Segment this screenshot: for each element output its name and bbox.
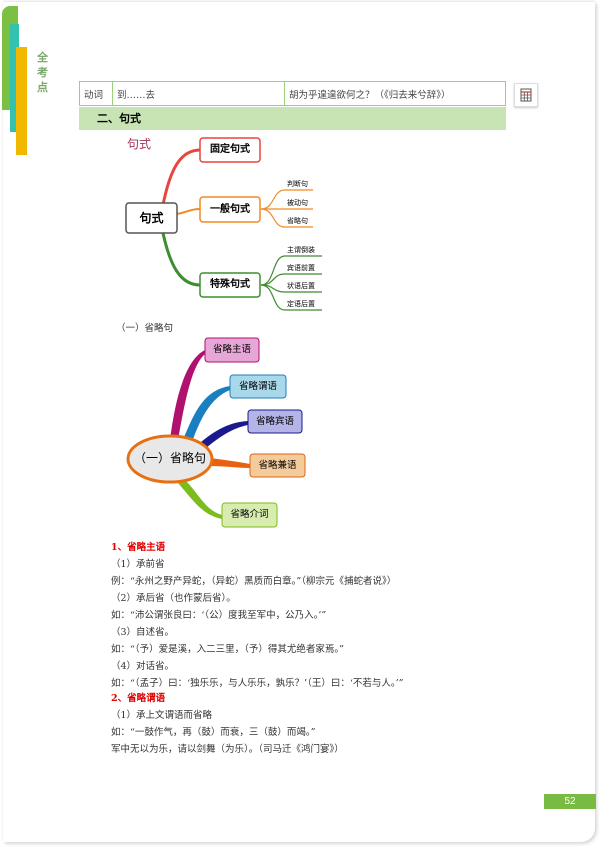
- calculator-icon: [520, 88, 532, 102]
- decor-bar-yellow: [16, 47, 27, 155]
- mindmap1-leaf: 被动句: [287, 199, 308, 207]
- text-line: （1）承上文谓语而省略: [111, 710, 213, 721]
- calculator-button[interactable]: [514, 83, 538, 107]
- mindmap2-center: （一）省略句: [133, 451, 206, 465]
- heading-omit-predicate: 2、省略谓语: [111, 693, 166, 704]
- mindmap1-branch: 特殊句式: [210, 279, 250, 290]
- text-line: 如：“（孟子）曰：‘独乐乐，与人乐乐，孰乐？’（王）曰：‘不若与人。’”: [111, 678, 404, 689]
- text-line: 如：“沛公谓张良曰：‘（公）度我至军中，公乃入。’”: [111, 610, 327, 621]
- mindmap2-branch: 省略宾语: [255, 416, 294, 427]
- text-line: （4）对话省。: [111, 661, 175, 672]
- mindmap1-leaf: 宾语前置: [287, 264, 315, 272]
- section-header: 二、句式: [79, 107, 506, 130]
- mindmap1-leaf: 判断句: [287, 180, 308, 188]
- vocab-table: 动词 到……去 胡为乎遑遑欲何之？（《归去来兮辞》）: [79, 81, 506, 106]
- page-number: 52: [544, 794, 596, 809]
- mindmap1-center: 句式: [139, 211, 164, 225]
- mindmap1-leaf: 省略句: [287, 217, 308, 225]
- section-title: 二、句式: [97, 112, 141, 125]
- table-cell: 动词: [79, 81, 113, 106]
- mindmap2-branch: 省略主语: [212, 344, 251, 355]
- mindmap2-branch: 省略谓语: [238, 381, 277, 392]
- mindmap2-branch: 省略介词: [230, 509, 269, 520]
- mindmap1-leaf: 定语后置: [287, 300, 315, 308]
- table-cell: 胡为乎遑遑欲何之？（《归去来兮辞》）: [284, 81, 506, 106]
- text-line: 军中无以为乐，请以剑舞（为乐）。（司马迁《鸿门宴》）: [111, 744, 344, 755]
- table-row: 动词 到……去 胡为乎遑遑欲何之？（《归去来兮辞》）: [79, 81, 506, 106]
- text-line: 例：“永州之野产异蛇，（异蛇）黑质而白章。”（柳宗元《捕蛇者说》）: [111, 576, 397, 587]
- mindmap1-branch: 一般句式: [210, 204, 250, 215]
- text-line: 如：“（予）爱是溪，入二三里，（予）得其尤绝者家焉。”: [111, 644, 344, 655]
- mindmap1-branch: 固定句式: [210, 144, 250, 155]
- text-line: 如：“一鼓作气，再（鼓）而衰，三（鼓）而竭。”: [111, 727, 316, 738]
- text-line: （3）自述省。: [111, 627, 175, 638]
- mindmap2-branch: 省略兼语: [258, 460, 297, 471]
- subsection-title: （一）省略句: [116, 323, 174, 334]
- mindmap1-caption: 句式: [127, 137, 152, 151]
- decor-bar-teal: [10, 24, 19, 132]
- heading-omit-subject: 1、省略主语: [111, 542, 166, 553]
- table-cell: 到……去: [112, 81, 285, 106]
- mindmap1-leaf: 主谓倒装: [287, 246, 315, 254]
- text-line: （2）承后省（也作蒙后省）。: [111, 593, 236, 604]
- text-line: （1）承前省: [111, 559, 165, 570]
- side-label: 全考点: [37, 51, 48, 94]
- mindmap1-leaf: 状语后置: [287, 282, 315, 290]
